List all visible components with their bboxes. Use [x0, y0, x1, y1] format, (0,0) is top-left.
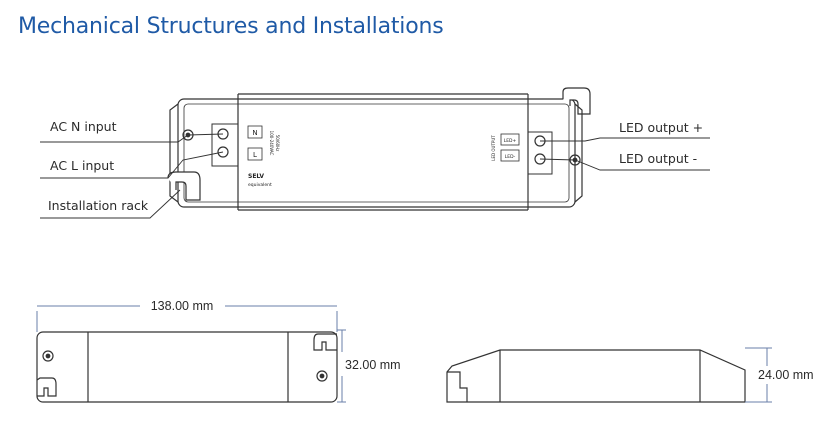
length-dimension-text: 138.00 mm: [151, 299, 214, 313]
callout-lines: [40, 133, 710, 219]
label-ac-n-input: AC N input: [50, 119, 117, 134]
label-installation-rack: Installation rack: [48, 198, 149, 213]
label-ac-l-input: AC L input: [50, 158, 114, 173]
led-side-vertical-text: LED OUTPUT: [491, 135, 496, 161]
side-view-device: [446, 349, 746, 403]
height-dimension-text: 24.00 mm: [758, 368, 814, 382]
page-title: Mechanical Structures and Installations: [18, 14, 444, 39]
width-dimension-text: 32.00 mm: [345, 358, 401, 372]
equivalent-text: equivalent: [248, 182, 272, 188]
ac-side-vertical-text-1: 100-240VAC: [269, 131, 274, 156]
plan-view-device: [36, 331, 338, 403]
led-minus-tag: LED-: [505, 154, 516, 160]
height-dimension-line: [745, 347, 772, 403]
terminal-l-text: L: [253, 151, 257, 159]
label-led-output-plus: LED output +: [619, 120, 703, 135]
width-dimension-line: [337, 329, 346, 403]
ac-side-vertical-text-2: 50/60Hz: [275, 135, 280, 152]
label-led-output-minus: LED output -: [619, 151, 697, 166]
selv-text: SELV: [248, 173, 264, 180]
led-plus-tag: LED+: [504, 138, 517, 144]
terminal-n-text: N: [252, 129, 257, 137]
top-view-device: [167, 87, 591, 211]
